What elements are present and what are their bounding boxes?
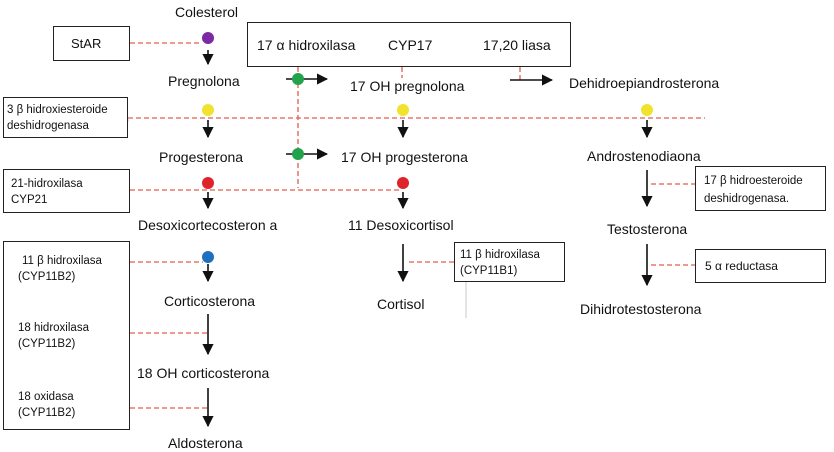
- node-cortisol: Cortisol: [377, 296, 425, 312]
- cyp11b2-oxidase-line1: 18 oxidasa: [18, 391, 74, 403]
- cyp11b2-box: 11 β hidroxilasa (CYP11B2) 18 hidroxilas…: [3, 241, 130, 430]
- cyp11b2-dot: [202, 251, 214, 263]
- node-18oh-corticosterona: 18 OH corticosterona: [137, 365, 270, 381]
- hsd3b-dot-3: [641, 104, 653, 116]
- hsd3b-label-line2: deshidrogenasa: [7, 120, 89, 132]
- cyp11b2-hydroxylase-line1: 11 β hidroxilasa: [22, 255, 102, 267]
- node-17oh-progesterona: 17 OH progesterona: [341, 149, 468, 165]
- hsd3b-label-line1: 3 β hidroxiesteroide: [7, 104, 108, 116]
- cyp21-label-line1: 21-hidroxilasa: [11, 178, 83, 190]
- cyp11b2-18hydroxylase-line1: 18 hidroxilasa: [18, 322, 89, 334]
- node-dehidroepiandrosterona: Dehidroepiandrosterona: [569, 75, 720, 91]
- cyp11b2-oxidase-line2: (CYP11B2): [18, 407, 76, 419]
- cyp21-dot-2: [397, 177, 409, 189]
- hsd17b-label-line1: 17 β hidroesteroide: [704, 175, 803, 187]
- cyp11b2-hydroxylase-line2: (CYP11B2): [18, 271, 76, 283]
- cyp11b1-box: 11 β hidroxilasa (CYP11B1): [454, 242, 565, 282]
- node-pregnolona: Pregnolona: [168, 73, 240, 89]
- cyp17-dot-pregnolona: [292, 73, 304, 85]
- frame-lines: [127, 118, 467, 318]
- node-desoxicorticosterona: Desoxicortecosteron a: [138, 217, 278, 233]
- hsd3b-box: 3 β hidroxiesteroide deshidrogenasa: [3, 97, 128, 138]
- node-androstenodiaona: Androstenodiaona: [587, 148, 701, 164]
- cyp21-label-line2: CYP21: [11, 194, 48, 206]
- hsd17b-label-line2: deshidrogenasa.: [704, 193, 790, 205]
- cyp17-lyase-label: 17,20 liasa: [483, 37, 551, 53]
- node-17oh-pregnolona: 17 OH pregnolona: [350, 78, 465, 94]
- hsd17b-box: 17 β hidroesteroide deshidrogenasa.: [695, 166, 826, 211]
- cyp21-box: 21-hidroxilasa CYP21: [3, 169, 130, 213]
- node-dihidrotestosterona: Dihidrotestosterona: [580, 301, 702, 317]
- reaction-arrows: [202, 50, 653, 428]
- enzyme-links: [128, 42, 705, 409]
- hsd3b-dot-2: [397, 104, 409, 116]
- cyp17-hydroxylase-label: 17 α hidroxilasa: [257, 37, 356, 53]
- cyp17-dot-progesterona: [292, 148, 304, 160]
- cyp17-label: CYP17: [388, 37, 433, 53]
- node-testosterona: Testosterona: [607, 221, 688, 237]
- cyp11b1-label-line1: 11 β hidroxilasa: [460, 249, 540, 261]
- cyp17-box: 17 α hidroxilasa CYP17 17,20 liasa: [247, 22, 571, 67]
- hsd3b-dot-1: [202, 104, 214, 116]
- node-aldosterona: Aldosterona: [168, 435, 243, 451]
- star-dot: [202, 32, 214, 44]
- node-11-desoxicortisol: 11 Desoxicortisol: [348, 217, 454, 233]
- star-label: StAR: [71, 36, 102, 51]
- reductase-box: 5 α reductasa: [695, 249, 826, 283]
- cyp11b2-18hydroxylase-line2: (CYP11B2): [18, 338, 76, 350]
- node-corticosterona: Corticosterona: [164, 293, 256, 309]
- reductase-label: 5 α reductasa: [705, 259, 778, 273]
- node-progesterona: Progesterona: [159, 149, 244, 165]
- cyp21-dot-1: [202, 177, 214, 189]
- node-colesterol: Colesterol: [175, 4, 239, 20]
- star-box: StAR: [53, 26, 130, 61]
- cyp11b1-label-line2: (CYP11B1): [460, 265, 518, 277]
